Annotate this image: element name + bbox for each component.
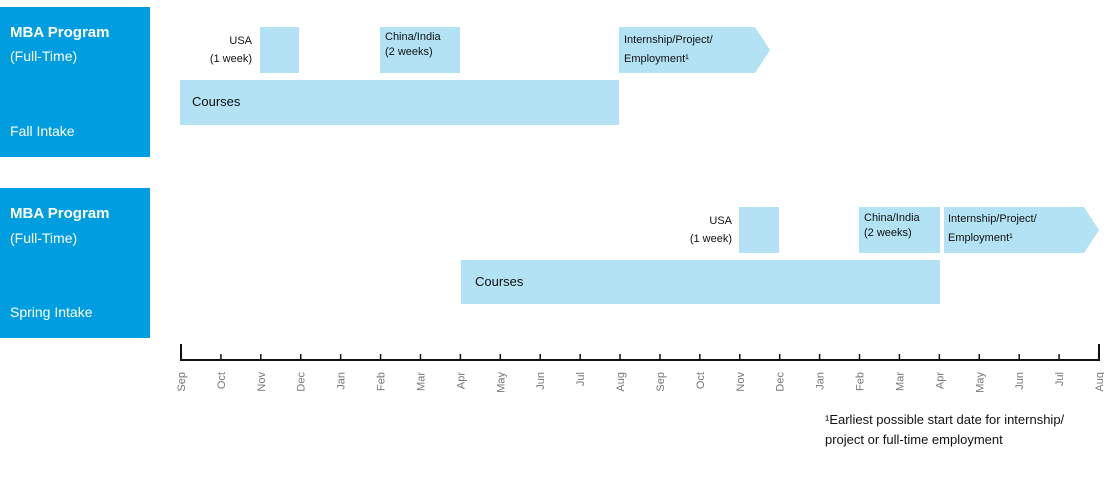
spring-internship-arrow — [944, 207, 1099, 253]
month-tick-label: Sep — [655, 372, 667, 392]
spring-usa-label: USA (1 week) — [690, 212, 732, 248]
fall-usa-label: USA (1 week) — [210, 32, 252, 68]
month-tick-label: Oct — [216, 372, 228, 389]
arrow-shape — [619, 27, 770, 73]
china-label-line2: (2 weeks) — [864, 227, 912, 239]
axis-tick-labels: Sep Oct Nov Dec Jan Feb Mar Apr May Jun Jul Aug Sep O… — [176, 372, 1104, 393]
china-label-line1: China/India — [385, 31, 441, 43]
month-tick-label: Apr — [455, 372, 467, 389]
footnote-line2: project or full-time employment — [825, 432, 1003, 447]
courses-label: Courses — [192, 94, 241, 109]
intake-label: Fall Intake — [10, 123, 75, 139]
month-tick-label: May — [495, 372, 507, 393]
footnote: ¹Earliest possible start date for intern… — [825, 410, 1064, 450]
spring-usa-block — [739, 207, 779, 253]
fall-intake-header: MBA Program (Full-Time) Fall Intake — [0, 7, 150, 157]
program-title: MBA Program — [10, 24, 110, 41]
month-tick-label: Dec — [775, 372, 787, 392]
courses-label: Courses — [475, 274, 524, 289]
china-label-line1: China/India — [864, 212, 920, 224]
fall-usa-block — [260, 27, 299, 73]
month-tick-label: Nov — [256, 372, 268, 392]
usa-label-line2: (1 week) — [209, 53, 252, 65]
month-tick-label: Jan — [336, 372, 348, 390]
month-tick-label: Apr — [934, 372, 946, 389]
spring-courses-block: Courses — [461, 260, 940, 304]
month-tick-label: Jul — [1054, 372, 1066, 386]
month-tick-label: Jun — [1014, 372, 1026, 390]
footnote-line1: ¹Earliest possible start date for intern… — [825, 412, 1065, 427]
spring-intake-header: MBA Program (Full-Time) Spring Intake — [0, 188, 150, 338]
fall-internship-label: Internship/Project/ Employment¹ — [624, 31, 713, 69]
month-tick-label: Aug — [1094, 372, 1104, 392]
intake-label: Spring Intake — [10, 304, 93, 320]
program-subtitle: (Full-Time) — [10, 230, 78, 246]
internship-label-line2: Employment¹ — [948, 232, 1013, 244]
spring-internship-label: Internship/Project/ Employment¹ — [948, 210, 1037, 248]
month-tick-label: Feb — [855, 372, 867, 391]
usa-label-line2: (1 week) — [689, 233, 732, 245]
internship-label-line1: Internship/Project/ — [948, 213, 1037, 225]
month-tick-label: Dec — [296, 372, 308, 392]
arrow-shape — [944, 207, 1099, 253]
month-tick-label: Nov — [735, 372, 747, 392]
internship-label-line1: Internship/Project/ — [624, 34, 713, 46]
program-title: MBA Program — [10, 205, 110, 222]
month-tick-label: Jun — [535, 372, 547, 390]
china-india-label: China/India (2 weeks) — [864, 211, 920, 241]
china-label-line2: (2 weeks) — [385, 46, 433, 58]
month-tick-label: Jan — [815, 372, 827, 390]
month-tick-label: May — [974, 372, 986, 393]
axis-ticks — [220, 354, 1060, 361]
usa-label-line1: USA — [709, 215, 732, 227]
month-tick-label: Mar — [415, 372, 427, 391]
timeline-axis: Sep Oct Nov Dec Jan Feb Mar Apr May Jun Jul Aug Sep O… — [176, 344, 1104, 393]
month-tick-label: Oct — [695, 372, 707, 389]
spring-china-india-block: China/India (2 weeks) — [859, 207, 940, 253]
usa-label-line1: USA — [229, 35, 252, 47]
month-tick-label: Feb — [376, 372, 388, 391]
fall-courses-block: Courses — [180, 80, 619, 125]
program-subtitle: (Full-Time) — [10, 48, 78, 64]
fall-china-india-block: China/India (2 weeks) — [380, 27, 460, 73]
internship-label-line2: Employment¹ — [624, 53, 689, 65]
month-tick-label: Aug — [615, 372, 627, 392]
month-tick-label: Mar — [894, 372, 906, 391]
fall-internship-arrow — [619, 27, 770, 73]
month-tick-label: Jul — [575, 372, 587, 386]
month-tick-label: Sep — [176, 372, 188, 392]
china-india-label: China/India (2 weeks) — [385, 30, 441, 60]
